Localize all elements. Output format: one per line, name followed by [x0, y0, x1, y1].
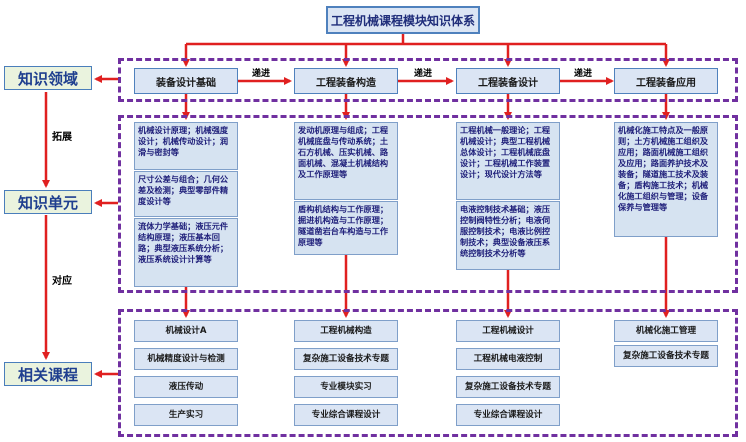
- course-box: 专业模块实习: [294, 376, 398, 398]
- course-box: 专业综合课程设计: [456, 404, 560, 426]
- category-box: 装备设计基础: [134, 68, 238, 94]
- course-box: 工程机械设计: [456, 320, 560, 342]
- category-box: 工程装备应用: [614, 68, 718, 94]
- correspond-label: 对应: [52, 276, 72, 287]
- progress-label: 递进: [252, 69, 271, 79]
- knowledge-unit-box: 电液控制技术基础；液压控制阀特性分析；电液伺服控制技术；电液比例控制技术；典型设…: [456, 201, 560, 270]
- expand-label: 拓展: [52, 132, 72, 143]
- course-box: 复杂施工设备技术专题: [294, 348, 398, 370]
- course-box: 机械设计A: [134, 320, 238, 342]
- course-box: 生产实习: [134, 404, 238, 426]
- course-box: 复杂施工设备技术专题: [614, 345, 718, 367]
- knowledge-unit-box: 流体力学基础；液压元件结构原理；液压基本回路；典型液压系统分析；液压系统设计计算…: [134, 218, 238, 287]
- knowledge-unit-box: 机械化施工特点及一般原则；土方机械施工组织及应用；路面机械施工组织及应用；路面养…: [614, 122, 718, 237]
- progress-label: 递进: [574, 69, 593, 79]
- knowledge-unit-box: 发动机原理与组成；工程机械底盘与传动系统；土石方机械、压实机械、路面机械、混凝土…: [294, 122, 398, 200]
- domain-frame: [118, 58, 738, 102]
- course-box: 工程机械电液控制: [456, 348, 560, 370]
- knowledge-unit-box: 尺寸公差与组合；几何公差及检测；典型零部件精度设计等: [134, 171, 238, 217]
- knowledge-unit-box: 盾构机结构与工作原理；掘进机构造与工作原理；隧道凿岩台车构造与工作原理等: [294, 201, 398, 255]
- category-box: 工程装备构造: [294, 68, 398, 94]
- course-box: 液压传动: [134, 376, 238, 398]
- side-label-course: 相关课程: [4, 362, 92, 386]
- course-box: 机械精度设计与检测: [134, 348, 238, 370]
- knowledge-unit-box: 机械设计原理；机械强度设计；机械传动设计；润滑与密封等: [134, 122, 238, 170]
- course-box: 专业综合课程设计: [294, 404, 398, 426]
- category-box: 工程装备设计: [456, 68, 560, 94]
- progress-label: 递进: [414, 69, 433, 79]
- course-box: 复杂施工设备技术专题: [456, 376, 560, 398]
- side-label-unit: 知识单元: [4, 190, 92, 214]
- knowledge-unit-box: 工程机械一般理论；工程机械设计；典型工程机械总体设计；工程机械底盘设计；工程机械…: [456, 122, 560, 200]
- unit-frame: [118, 115, 738, 293]
- diagram-title: 工程机械课程模块知识体系: [326, 6, 480, 34]
- side-label-domain: 知识领域: [4, 66, 92, 90]
- course-box: 工程机械构造: [294, 320, 398, 342]
- course-box: 机械化施工管理: [614, 320, 718, 342]
- course-frame: [118, 309, 738, 437]
